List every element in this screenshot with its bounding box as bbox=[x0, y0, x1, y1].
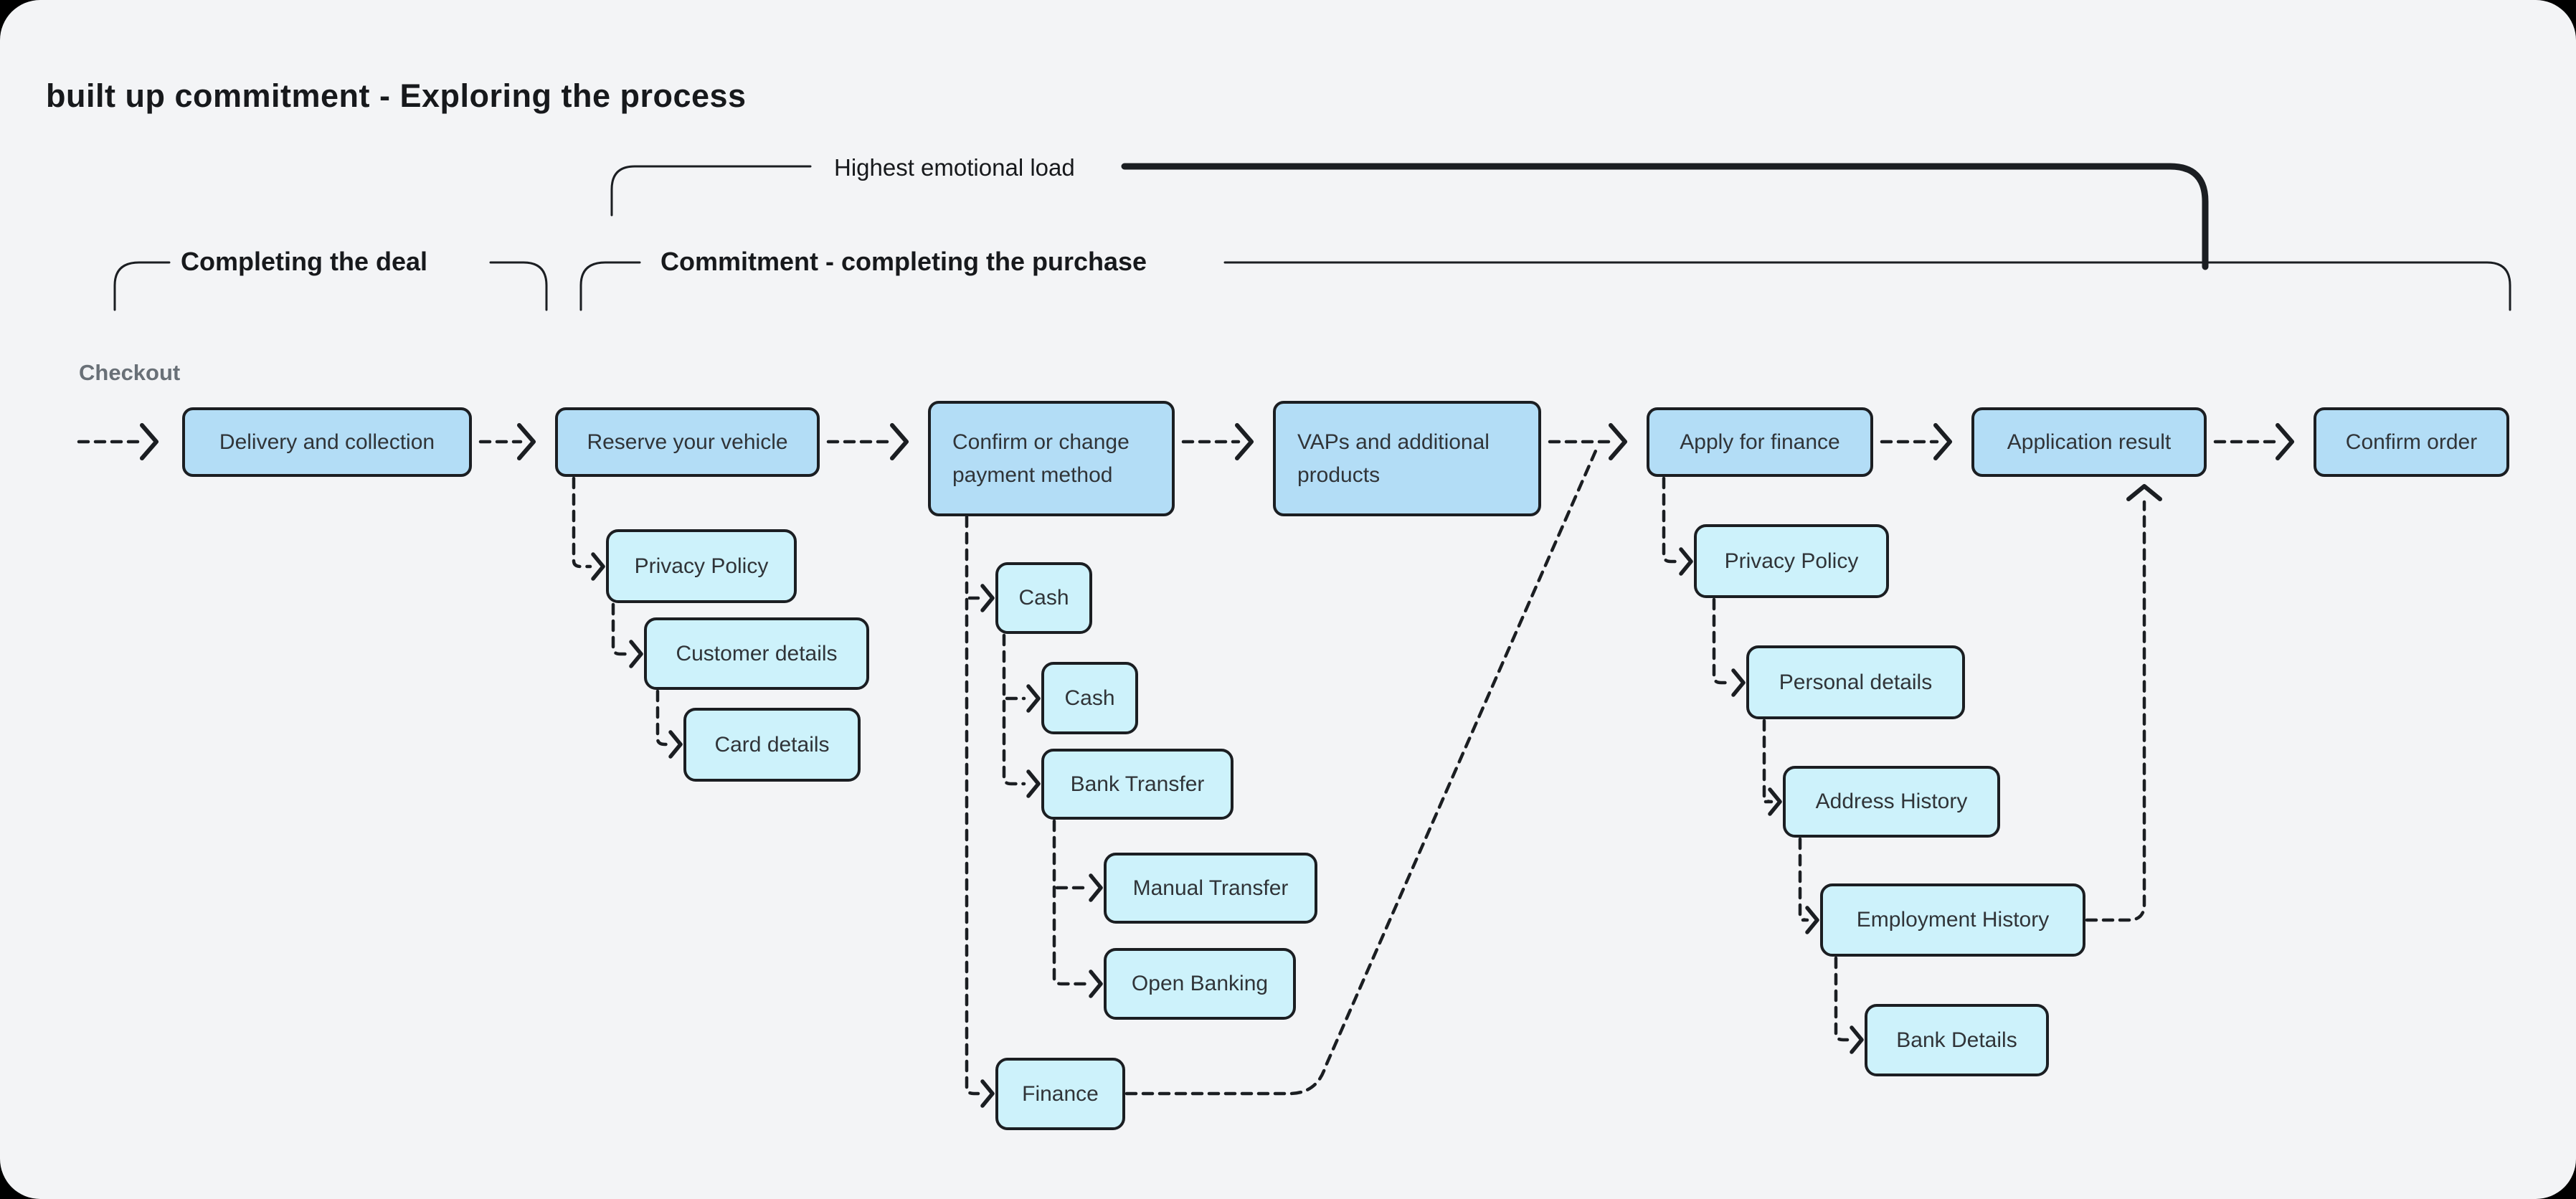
node-confirm-order[interactable]: Confirm order bbox=[2314, 407, 2509, 477]
highest-emotional-load-label: Highest emotional load bbox=[834, 154, 1075, 181]
payment-sub-connectors bbox=[965, 444, 1600, 1096]
node-cash-2[interactable]: Cash bbox=[1041, 662, 1138, 734]
node-cash-1[interactable]: Cash bbox=[995, 562, 1092, 634]
node-bank-details[interactable]: Bank Details bbox=[1865, 1004, 2049, 1076]
node-vaps-additional-products[interactable]: VAPs and additional products bbox=[1273, 401, 1541, 516]
node-privacy-policy-reserve[interactable]: Privacy Policy bbox=[606, 529, 797, 603]
node-manual-transfer[interactable]: Manual Transfer bbox=[1104, 853, 1317, 924]
commitment-label: Commitment - completing the purchase bbox=[660, 247, 1147, 276]
node-application-result[interactable]: Application result bbox=[1971, 407, 2207, 477]
arrowheads bbox=[140, 423, 2294, 501]
completing-the-deal-label: Completing the deal bbox=[181, 247, 428, 276]
node-confirm-payment-method[interactable]: Confirm or change payment method bbox=[928, 401, 1175, 516]
reserve-sub-connectors bbox=[572, 476, 670, 747]
node-delivery-and-collection[interactable]: Delivery and collection bbox=[182, 407, 472, 477]
node-finance[interactable]: Finance bbox=[995, 1058, 1125, 1130]
bracket-highest-emotional-load bbox=[610, 163, 2209, 270]
node-open-banking[interactable]: Open Banking bbox=[1104, 948, 1296, 1020]
node-address-history[interactable]: Address History bbox=[1783, 766, 2000, 838]
node-card-details[interactable]: Card details bbox=[683, 708, 861, 782]
node-employment-history[interactable]: Employment History bbox=[1820, 883, 2085, 957]
node-apply-for-finance[interactable]: Apply for finance bbox=[1647, 407, 1873, 477]
up-arrowhead bbox=[2126, 484, 2162, 501]
finance-merge-connector bbox=[1124, 444, 1600, 1096]
node-privacy-policy-finance[interactable]: Privacy Policy bbox=[1694, 524, 1889, 598]
node-reserve-your-vehicle[interactable]: Reserve your vehicle bbox=[555, 407, 820, 477]
finance-sub-connectors bbox=[1662, 476, 2146, 1042]
bracket-completing-the-deal bbox=[113, 261, 548, 311]
node-bank-transfer[interactable]: Bank Transfer bbox=[1041, 749, 1233, 820]
node-customer-details[interactable]: Customer details bbox=[644, 617, 869, 690]
node-personal-details[interactable]: Personal details bbox=[1746, 645, 1965, 719]
bracket-commitment bbox=[579, 261, 2511, 311]
checkout-label: Checkout bbox=[79, 360, 181, 385]
sub-arrowheads bbox=[591, 547, 1864, 1108]
page-title: built up commitment - Exploring the proc… bbox=[46, 77, 747, 114]
employment-to-result-connector bbox=[2085, 500, 2146, 922]
